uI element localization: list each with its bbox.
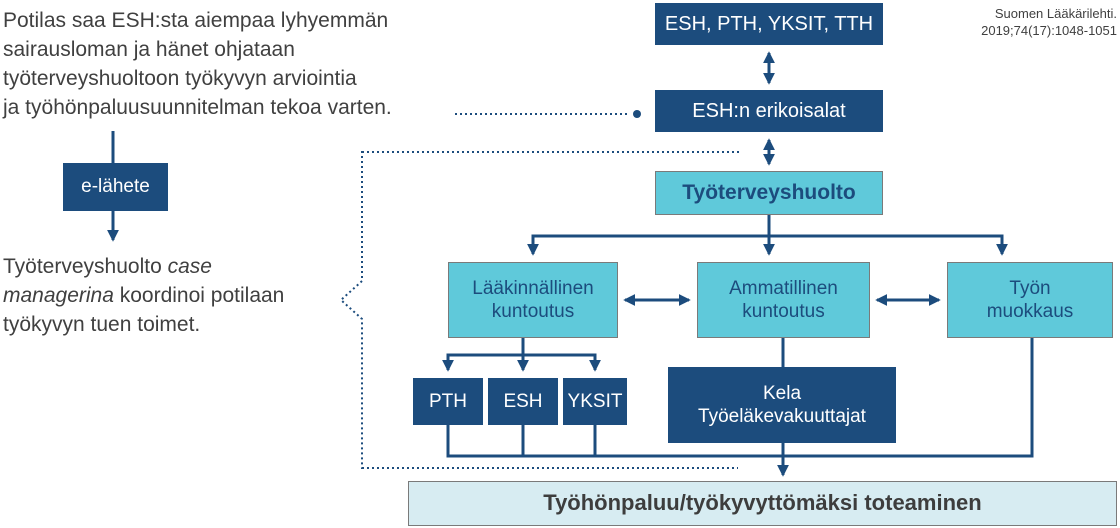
note-referral: Potilas saa ESH:sta aiempaa lyhyemmän sa… xyxy=(3,6,473,122)
box-vocational-rehab-line2: kuntoutus xyxy=(742,301,825,322)
box-work-modification: Työn muokkaus xyxy=(947,262,1113,338)
box-kela-insurers: Kela Työeläkevakuuttajat xyxy=(668,367,896,443)
box-vocational-rehab: Ammatillinen kuntoutus xyxy=(697,262,870,338)
box-medical-rehab-line1: Lääkinnällinen xyxy=(472,277,594,299)
box-esh-specialties: ESH:n erikoisalat xyxy=(655,90,883,132)
box-kela-line2: Työeläkevakuuttajat xyxy=(698,406,866,427)
note-case-manager-l3: työkyvyn tuen toimet. xyxy=(3,313,201,336)
note-case-manager-l1: Työterveyshuolto xyxy=(3,255,168,278)
note-case-manager-l2: koordinoi potilaan xyxy=(113,284,285,307)
box-medical-rehab: Lääkinnällinen kuntoutus xyxy=(448,262,618,338)
note-case-manager: Työterveyshuolto case managerina koordin… xyxy=(3,252,353,339)
box-e-referral: e-lähete xyxy=(63,163,168,211)
box-kela-line1: Kela xyxy=(762,382,802,404)
box-work-modification-line1: Työn xyxy=(1009,277,1051,299)
box-pth: PTH xyxy=(413,378,483,425)
journal-citation: Suomen Lääkärilehti. 2019;74(17):1048-10… xyxy=(981,5,1117,39)
citation-line1: Suomen Lääkärilehti. xyxy=(994,6,1117,21)
box-yksit: YKSIT xyxy=(563,378,627,425)
box-work-modification-line2: muokkaus xyxy=(986,301,1074,322)
note-referral-line1: Potilas saa ESH:sta aiempaa lyhyemmän xyxy=(3,9,389,32)
note-case-manager-l2-italic: managerina xyxy=(3,284,114,307)
box-medical-rehab-line2: kuntoutus xyxy=(491,301,575,322)
citation-line2: 2019;74(17):1048-1051 xyxy=(981,23,1117,38)
note-case-manager-l1-italic: case xyxy=(167,255,212,278)
box-vocational-rehab-line1: Ammatillinen xyxy=(729,277,838,299)
note-referral-line4: ja työhönpaluusuunnitelman tekoa varten. xyxy=(3,96,392,119)
note-referral-line3: työterveyshuoltoon työkyvyn arviointia xyxy=(3,67,357,90)
box-outcome: Työhönpaluu/työkyvyttömäksi toteaminen xyxy=(408,481,1117,526)
box-esh: ESH xyxy=(488,378,558,425)
box-all-sectors: ESH, PTH, YKSIT, TTH xyxy=(655,3,883,45)
box-occupational-health: Työterveyshuolto xyxy=(655,171,883,215)
dotted-line-endpoint-dot xyxy=(633,110,641,118)
dotted-loop-left-with-brace xyxy=(339,151,363,469)
note-referral-line2: sairausloman ja hänet ohjataan xyxy=(3,38,295,61)
